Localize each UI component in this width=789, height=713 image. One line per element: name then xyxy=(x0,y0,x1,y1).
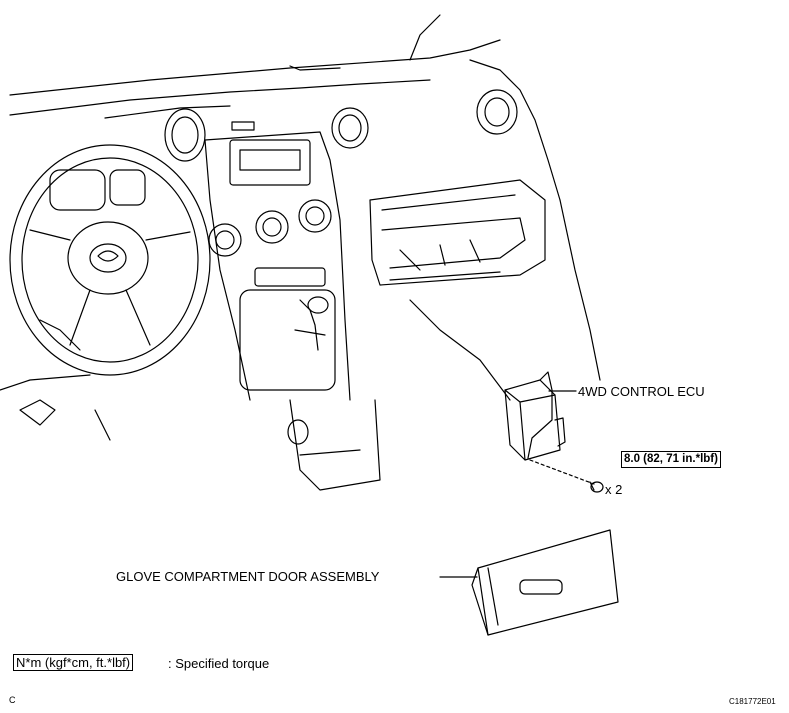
figure-code: C181772E01 xyxy=(729,697,776,706)
steering-wheel xyxy=(9,144,211,376)
ecu-label: 4WD CONTROL ECU xyxy=(578,384,705,399)
passenger-dash xyxy=(369,179,601,401)
label-leaders xyxy=(439,390,577,578)
bolt-leader-dashed xyxy=(529,459,595,485)
glove-box-door xyxy=(471,529,619,636)
bolt-quantity: x 2 xyxy=(605,482,623,497)
glove-box-label: GLOVE COMPARTMENT DOOR ASSEMBLY xyxy=(116,569,380,584)
torque-spec: 8.0 (82, 71 in.*lbf) xyxy=(621,451,721,468)
dashboard-upper-outline xyxy=(9,14,561,201)
lower-console xyxy=(0,374,381,491)
air-vents xyxy=(164,89,518,162)
center-console xyxy=(204,131,351,401)
corner-letter: C xyxy=(9,695,16,705)
bolt xyxy=(589,481,604,493)
legend-text: : Specified torque xyxy=(168,656,270,671)
legend-torque-box: N*m (kgf*cm, ft.*lbf) xyxy=(13,654,134,671)
ecu-unit xyxy=(504,371,566,461)
